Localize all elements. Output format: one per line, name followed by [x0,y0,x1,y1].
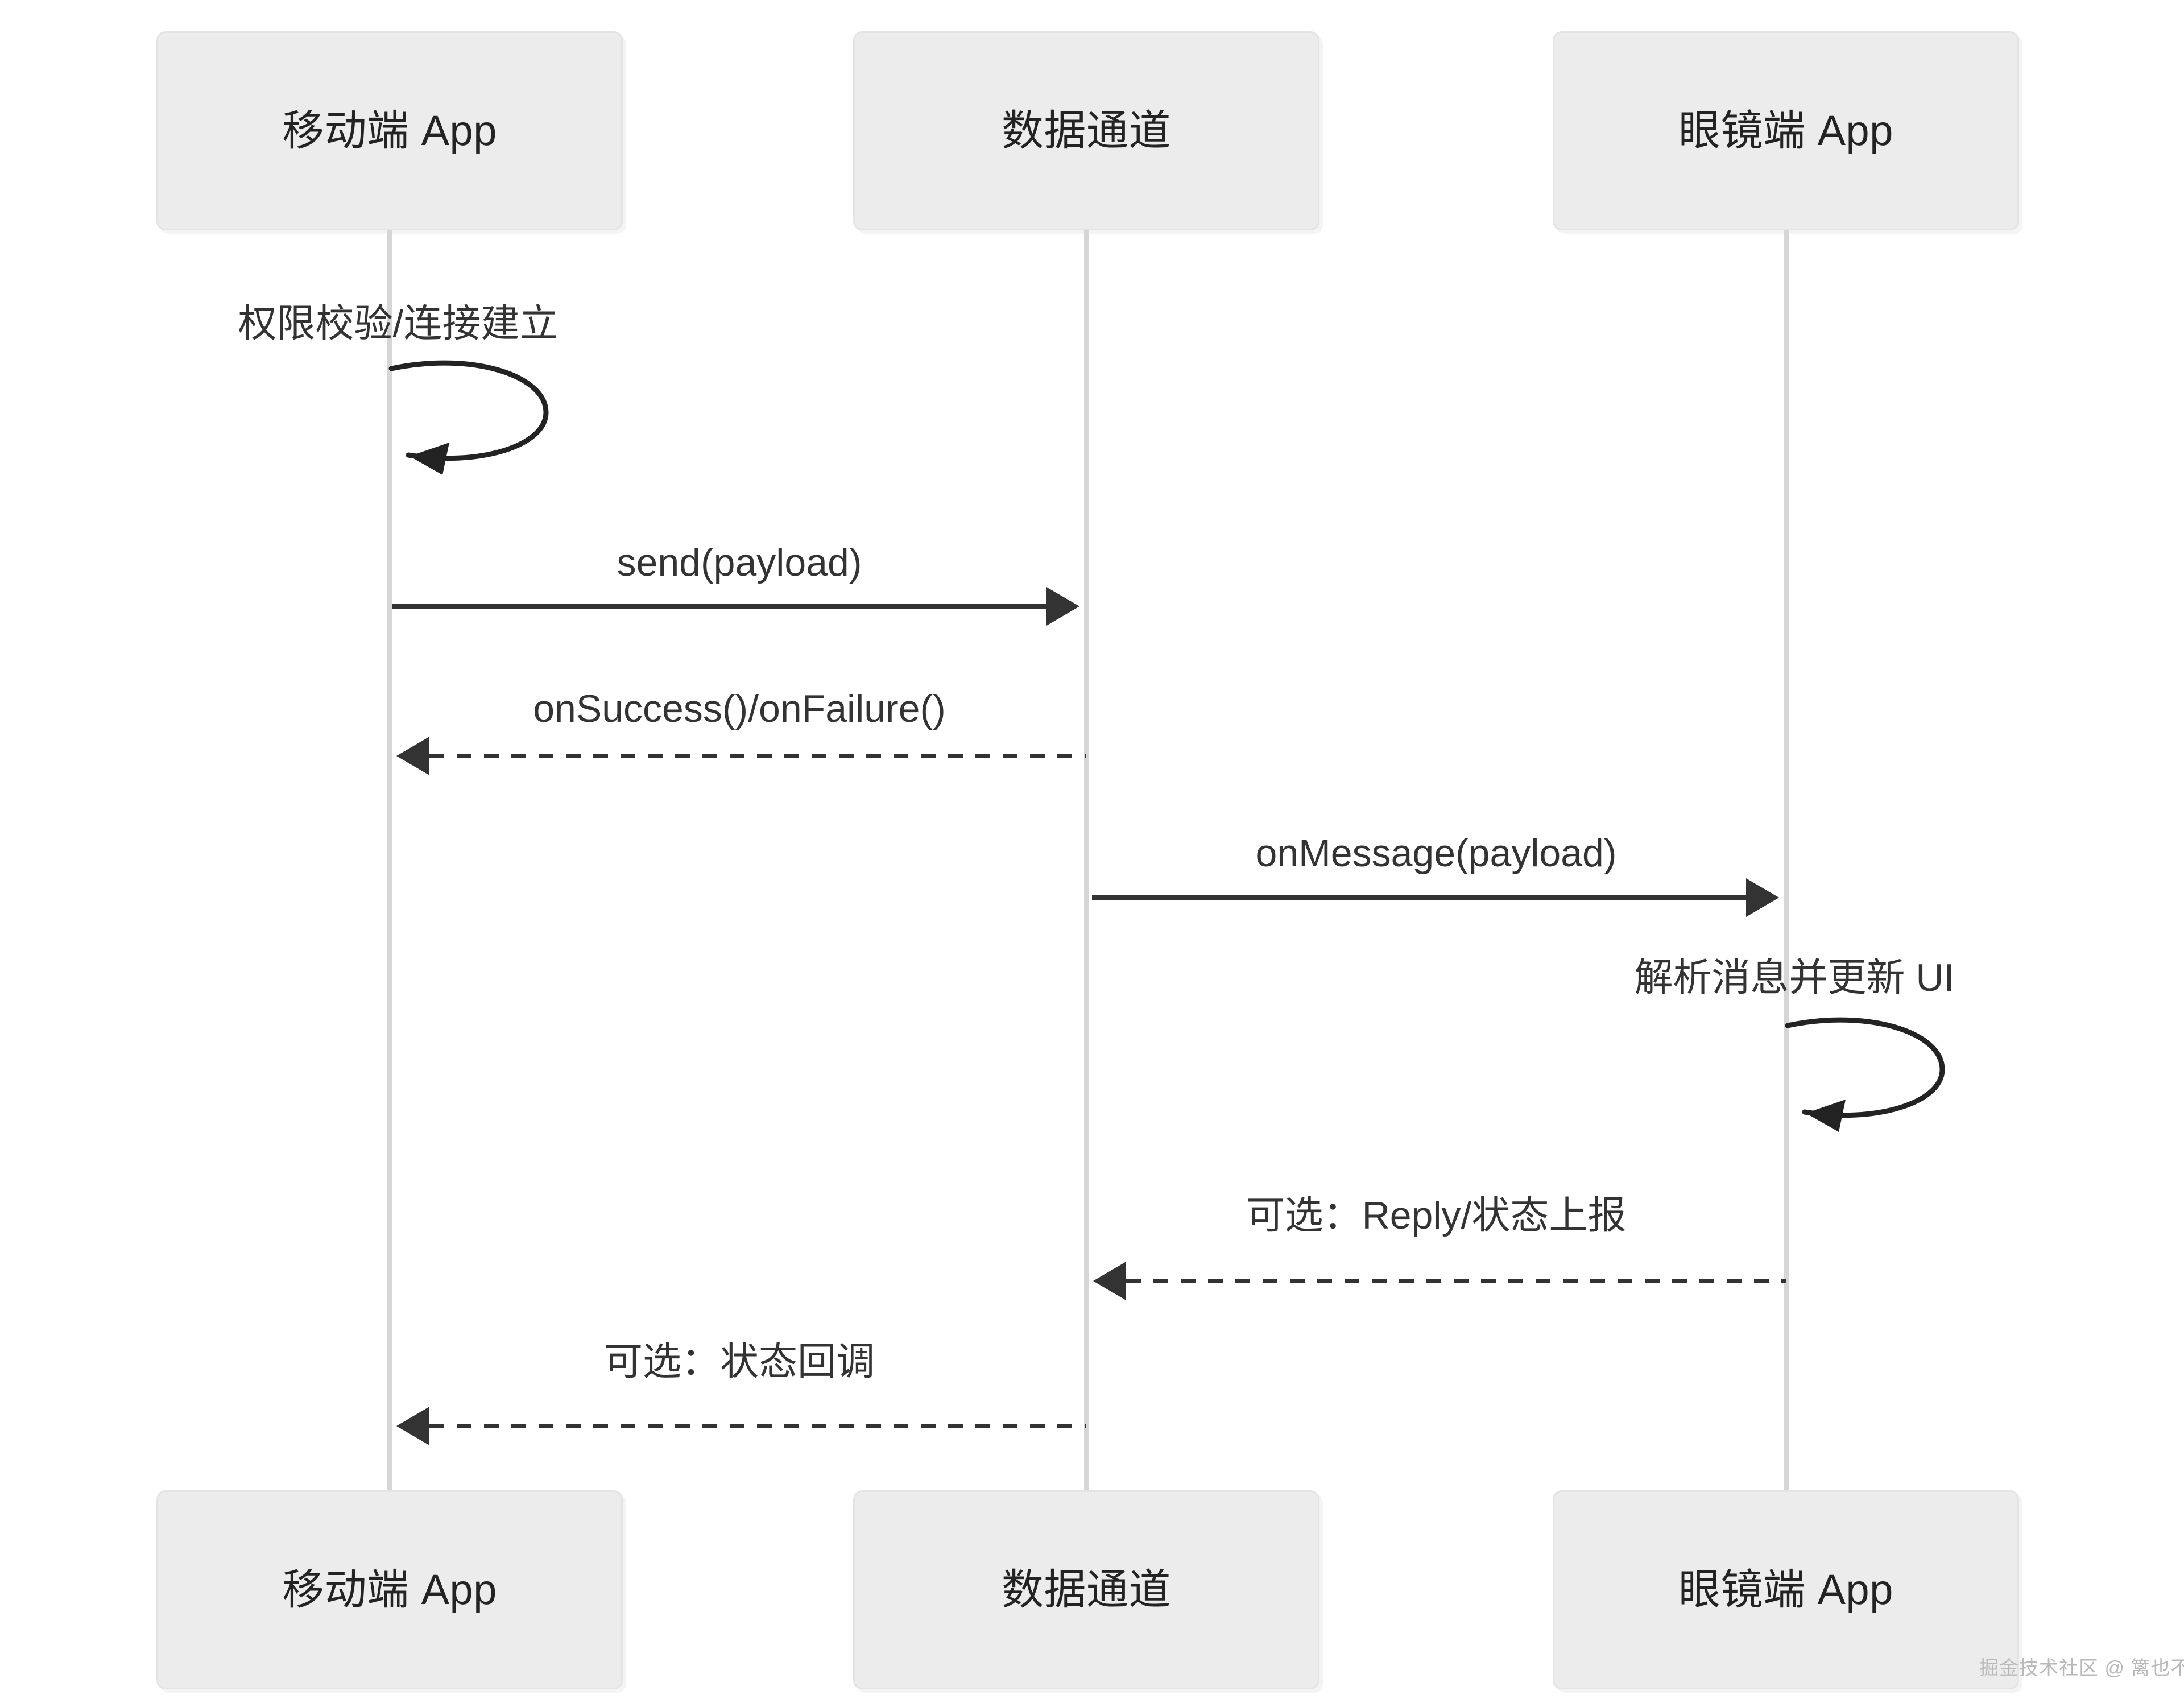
message-line-3 [429,754,1086,758]
message-line-2 [392,604,1046,609]
message-arrowhead-7 [396,1407,429,1445]
message-line-6 [1126,1279,1786,1283]
message-label-7: 可选：状态回调 [603,1340,875,1383]
participant-label-mobile-top: 移动端 App [282,107,497,155]
self-loop-arrow-glasses [1785,1017,1945,1132]
message-label-4: onMessage(payload) [1255,832,1617,875]
message-arrowhead-2 [1046,587,1079,626]
watermark-text: 掘金技术社区 @ 篱也不篱 [1979,1658,2184,1679]
participant-label-channel-top: 数据通道 [1002,107,1171,155]
participant-box-channel-bottom[interactable]: 数据通道 [853,1490,1320,1689]
participant-label-glasses-top: 眼镜端 App [1678,107,1893,155]
participant-label-mobile-bottom: 移动端 App [282,1566,497,1614]
message-line-4 [1092,895,1746,900]
participant-box-glasses-bottom[interactable]: 眼镜端 App [1553,1490,2019,1689]
message-label-3: onSuccess()/onFailure() [533,687,946,730]
message-arrowhead-3 [396,737,429,775]
participant-label-channel-bottom: 数据通道 [1002,1566,1171,1614]
lifeline-channel [1084,230,1089,1490]
lifeline-glasses [1784,230,1789,1490]
participant-box-mobile-top[interactable]: 移动端 App [156,31,623,230]
message-arrowhead-6 [1093,1262,1126,1300]
participant-box-mobile-bottom[interactable]: 移动端 App [156,1490,623,1689]
message-label-5: 解析消息并更新 UI [1634,956,1955,999]
message-line-7 [429,1424,1086,1428]
message-arrowhead-4 [1746,878,1779,917]
participant-label-glasses-bottom: 眼镜端 App [1678,1566,1893,1614]
participant-box-glasses-top[interactable]: 眼镜端 App [1553,31,2019,230]
participant-box-channel-top[interactable]: 数据通道 [853,31,1320,230]
message-label-6: 可选：Reply/状态上报 [1246,1194,1627,1237]
message-label-2: send(payload) [617,541,862,584]
lifeline-mobile [387,230,392,1490]
message-label-1: 权限校验/连接建立 [238,302,559,345]
self-loop-arrow-mobile [388,360,549,475]
